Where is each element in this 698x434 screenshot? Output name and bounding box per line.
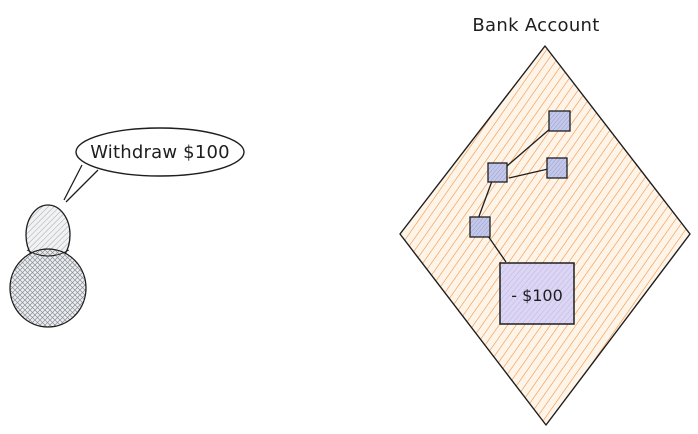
node-top xyxy=(548,110,571,132)
edge-top-to-middle xyxy=(506,127,552,167)
speech-bubble-text: Withdraw $100 xyxy=(90,142,230,163)
transaction-box: - $100 xyxy=(499,262,575,325)
speech-bubble: Withdraw $100 xyxy=(63,127,245,203)
node-middle xyxy=(487,162,508,183)
account-nodes xyxy=(469,110,571,238)
transaction-amount: - $100 xyxy=(511,286,563,305)
edge-middle-to-right xyxy=(508,168,549,179)
node-connections xyxy=(477,127,552,263)
bank-account-diamond xyxy=(399,45,691,426)
bank-account-title: Bank Account xyxy=(472,15,599,36)
node-right xyxy=(546,157,568,179)
speech-bubble-tail xyxy=(63,164,99,203)
node-lower xyxy=(469,216,491,238)
person-figure xyxy=(9,204,87,328)
edge-middle-to-lower xyxy=(477,180,493,220)
edge-lower-to-transaction xyxy=(487,235,507,263)
person-body xyxy=(9,248,87,328)
speech-bubble-outline xyxy=(75,127,245,177)
transaction-box-rect xyxy=(499,262,575,325)
